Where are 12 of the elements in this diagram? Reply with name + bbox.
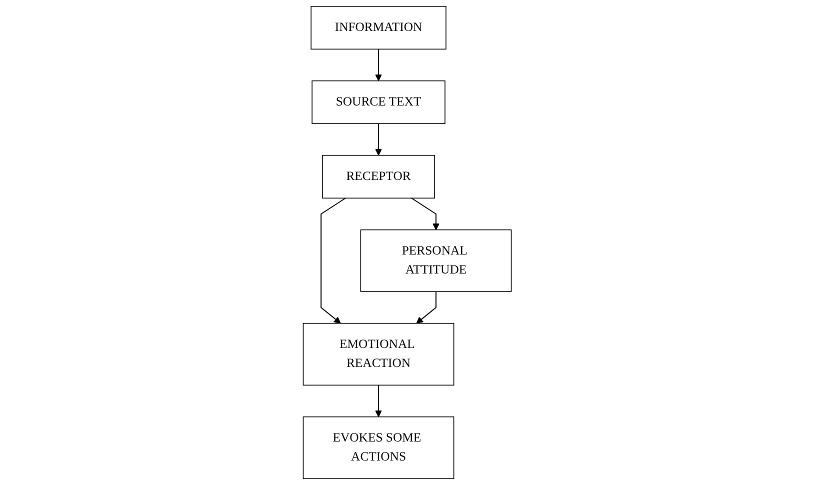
node-box: INFORMATION [310,6,447,50]
node-box: EMOTIONAL REACTION [303,322,454,386]
node-box: PERSONAL ATTITUDE [360,229,512,292]
node-box: EVOKES SOME ACTIONS [303,416,454,480]
arrow [320,198,346,324]
arrow [412,198,440,230]
arrow [375,49,382,82]
arrow [416,292,437,324]
node-box: SOURCE TEXT [312,80,446,124]
node-box: RECEPTOR [322,154,436,199]
arrow [375,385,382,418]
arrow [375,124,382,156]
